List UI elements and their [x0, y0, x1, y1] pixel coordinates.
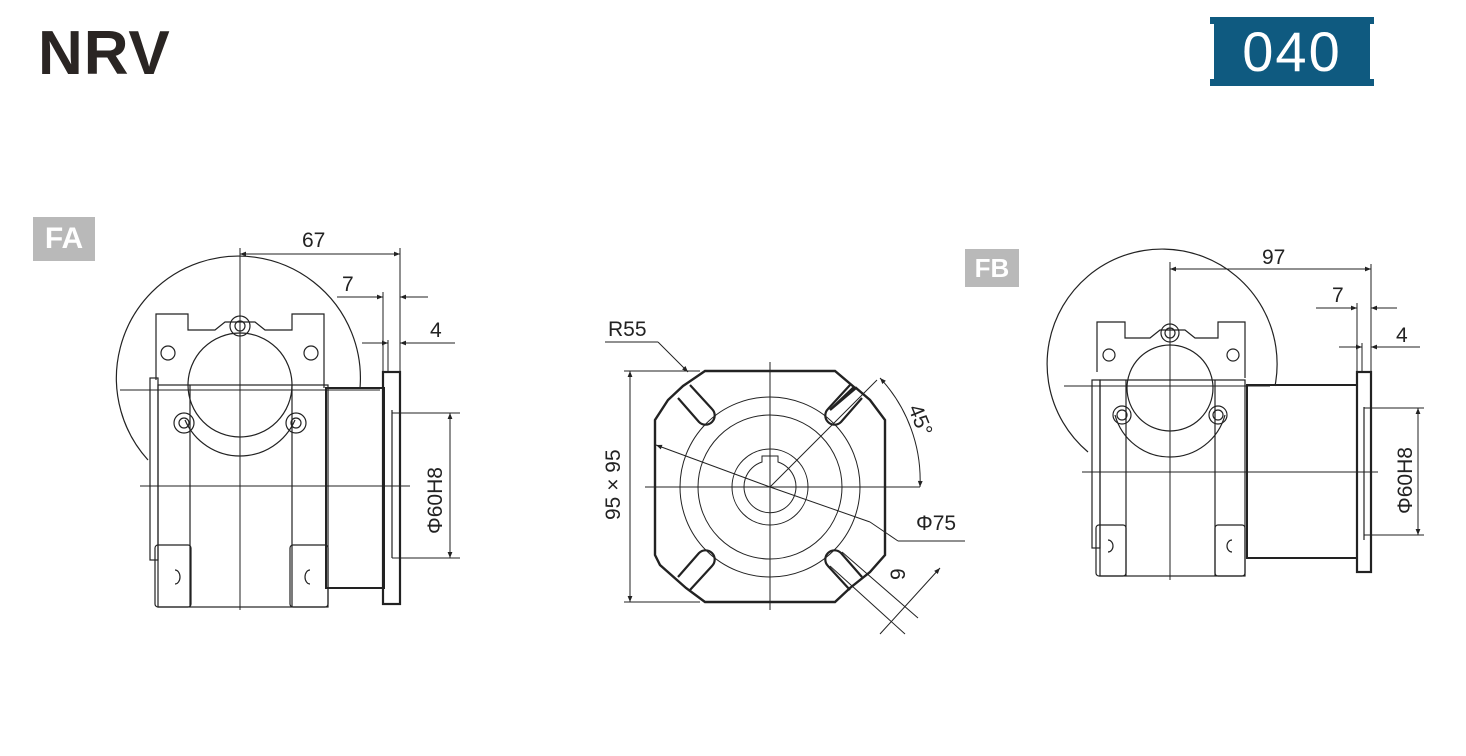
flange-front-view [605, 341, 965, 635]
fb-dim-pilot: Φ60H8 [1394, 447, 1417, 514]
fb-view [1046, 248, 1424, 580]
fa-dim-pilot: Φ60H8 [424, 467, 447, 534]
fb-dim-flange-thickness: 4 [1396, 324, 1408, 347]
flange-dim-pcd: Φ75 [916, 512, 956, 535]
fa-dim-flange-offset: 7 [342, 273, 354, 296]
view-tag-fa: FA [33, 217, 95, 261]
fa-dim-flange-thickness: 4 [430, 319, 442, 342]
fb-dim-overall: 97 [1262, 246, 1285, 269]
flange-dim-radius: R55 [608, 318, 647, 341]
fa-view [115, 248, 460, 610]
fa-dim-overall: 67 [302, 229, 325, 252]
flange-dim-angle: 45° [903, 401, 936, 439]
fb-dim-flange-offset: 7 [1332, 284, 1344, 307]
flange-dim-square: 95 × 95 [602, 449, 625, 520]
series-title: NRV [38, 19, 171, 88]
size-badge: 040 [1210, 17, 1374, 86]
view-tag-fb: FB [965, 249, 1019, 287]
flange-dim-slot: 9 [887, 568, 910, 580]
